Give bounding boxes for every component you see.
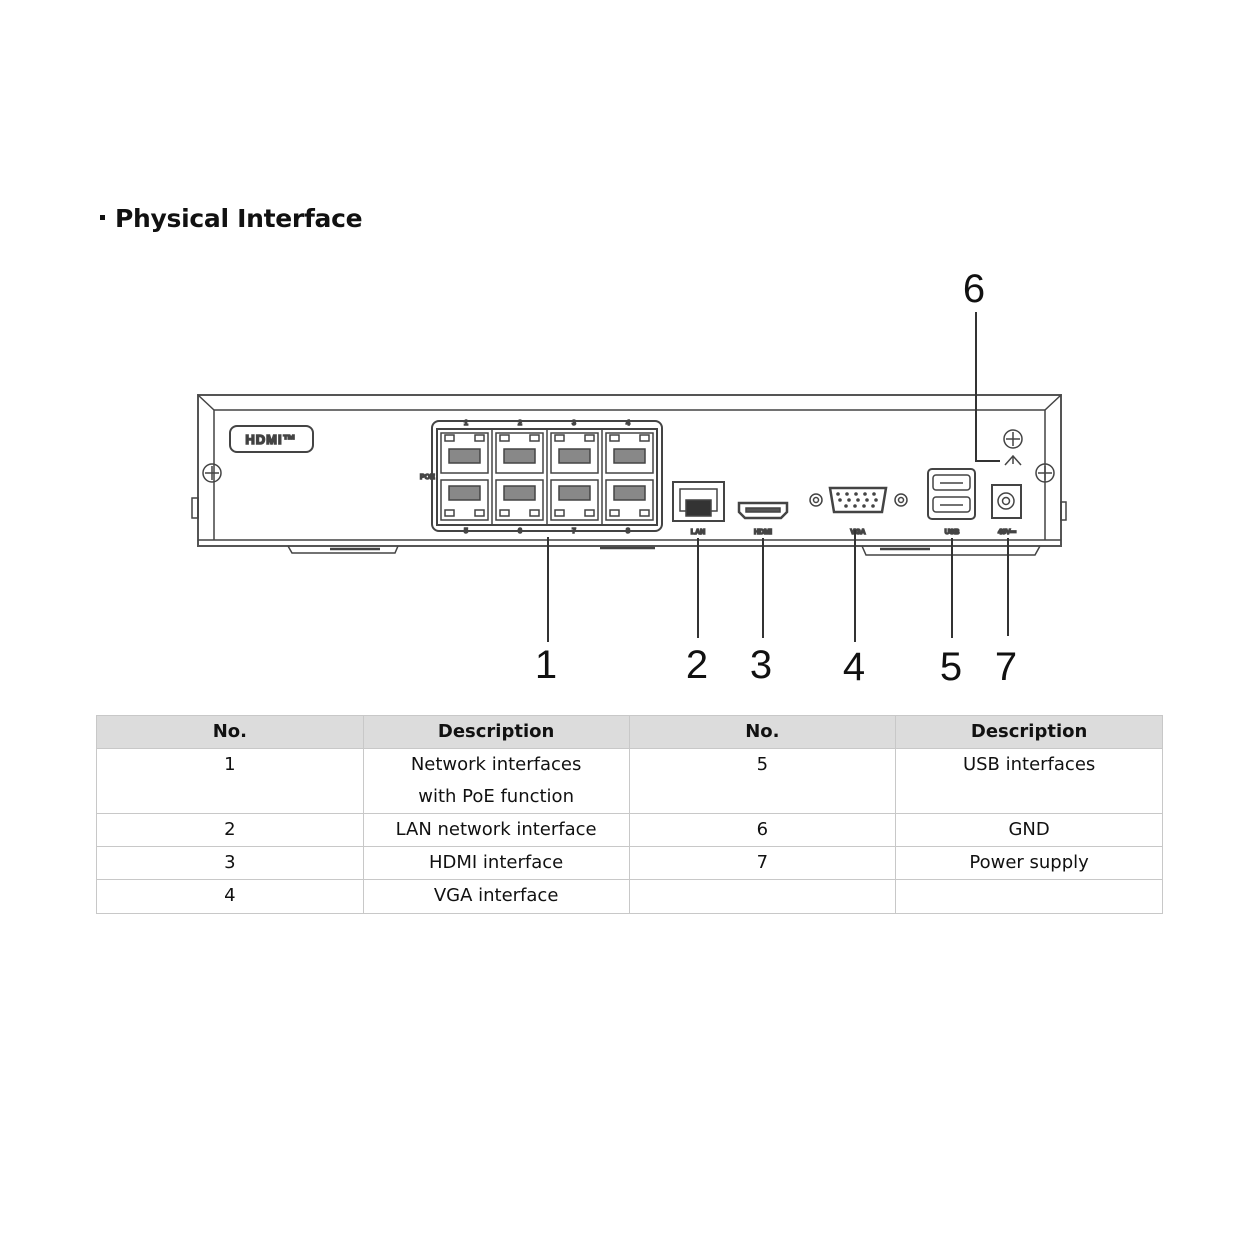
port-number: 3 — [572, 420, 576, 427]
hdmi-logo-text: HDMI™ — [245, 432, 296, 447]
vga-pin — [844, 504, 848, 508]
vga-pin — [856, 498, 860, 502]
port-number: 1 — [464, 420, 468, 427]
port-number: 5 — [464, 528, 468, 535]
callout-5: 5 — [940, 645, 962, 689]
rj45-port-icon — [495, 432, 544, 474]
rj45-port-icon — [605, 432, 654, 474]
vga-pin — [865, 498, 869, 502]
cell-no: 5 — [628, 748, 897, 814]
header-no: No. — [96, 715, 364, 749]
power-label: 48V⎓ — [998, 529, 1016, 536]
hdmi-port: HDMI — [737, 501, 789, 537]
cell-description — [895, 879, 1163, 914]
callout-7: 7 — [995, 645, 1017, 689]
port-number: 6 — [518, 528, 522, 535]
vga-pin — [836, 492, 840, 496]
vga-pin — [862, 504, 866, 508]
vga-pin — [871, 504, 875, 508]
header-no: No. — [628, 715, 897, 749]
port-number: 4 — [626, 420, 630, 427]
table-header-row: No. Description No. Description — [96, 715, 1163, 749]
rj45-port-icon — [495, 479, 544, 521]
port-number: 8 — [626, 528, 630, 535]
header-description: Description — [895, 715, 1163, 749]
table-row: 1 Network interfaces with PoE function 5… — [96, 748, 1163, 814]
vga-pin — [853, 504, 857, 508]
callout-6: 6 — [963, 267, 985, 311]
vga-pin — [863, 492, 867, 496]
usb-ports: USB — [927, 468, 976, 537]
hdmi-label: HDMI — [754, 529, 772, 536]
cell-no: 2 — [96, 813, 364, 847]
nvr-rear-panel-diagram: HDMI™ POE 1 2 3 4 5 6 7 8 LAN — [191, 267, 1067, 689]
cell-description: GND — [895, 813, 1163, 847]
cell-no: 4 — [96, 879, 364, 914]
poe-label: POE — [420, 474, 435, 481]
rj45-port-icon — [550, 432, 599, 474]
header-description: Description — [362, 715, 630, 749]
vga-label: VGA — [850, 529, 865, 536]
usb-label: USB — [945, 529, 960, 536]
section-heading: Physical Interface — [100, 204, 363, 233]
cell-description: Power supply — [895, 846, 1163, 880]
cell-no: 7 — [628, 846, 897, 880]
vga-port: VGA — [809, 486, 908, 537]
vga-pin — [872, 492, 876, 496]
poe-port-block: POE 1 2 3 4 5 6 7 8 — [419, 419, 663, 536]
cell-description: VGA interface — [362, 879, 630, 914]
lan-port: LAN — [672, 481, 725, 537]
bullet-icon — [100, 214, 105, 220]
cell-description: LAN network interface — [362, 813, 630, 847]
callout-1: 1 — [535, 643, 557, 687]
screw-icon — [1035, 463, 1055, 483]
vga-pin — [854, 492, 858, 496]
vga-pin — [874, 498, 878, 502]
cell-description: HDMI interface — [362, 846, 630, 880]
interface-table: No. Description No. Description 1 Networ… — [96, 715, 1163, 914]
vga-pin — [845, 492, 849, 496]
screw-icon — [1003, 429, 1023, 449]
lan-label: LAN — [691, 529, 705, 536]
table-row: 3 HDMI interface 7 Power supply — [96, 846, 1163, 880]
cell-no: 1 — [96, 748, 364, 814]
cell-description: USB interfaces — [895, 748, 1163, 814]
table-row: 2 LAN network interface 6 GND — [96, 813, 1163, 847]
rj45-port-icon — [440, 432, 489, 474]
port-number: 7 — [572, 528, 576, 535]
callout-2: 2 — [686, 643, 708, 687]
rj45-port-icon — [440, 479, 489, 521]
vga-pin — [847, 498, 851, 502]
vga-pin — [838, 498, 842, 502]
callout-4: 4 — [843, 645, 865, 689]
rj45-port-icon — [605, 479, 654, 521]
hdmi-logo: HDMI™ — [229, 425, 314, 453]
rj45-port-icon — [550, 479, 599, 521]
leader-lines — [547, 312, 1009, 642]
cell-no: 3 — [96, 846, 364, 880]
screw-icon — [202, 463, 222, 483]
cell-no — [628, 879, 897, 914]
cell-description: Network interfaces with PoE function — [362, 748, 630, 814]
cell-no: 6 — [628, 813, 897, 847]
callout-3: 3 — [750, 643, 772, 687]
port-number: 2 — [518, 420, 522, 427]
table-row: 4 VGA interface — [96, 879, 1163, 914]
heading-text: Physical Interface — [115, 204, 363, 233]
power-jack: 48V⎓ — [991, 484, 1022, 537]
ground-symbol-icon — [1004, 454, 1022, 466]
